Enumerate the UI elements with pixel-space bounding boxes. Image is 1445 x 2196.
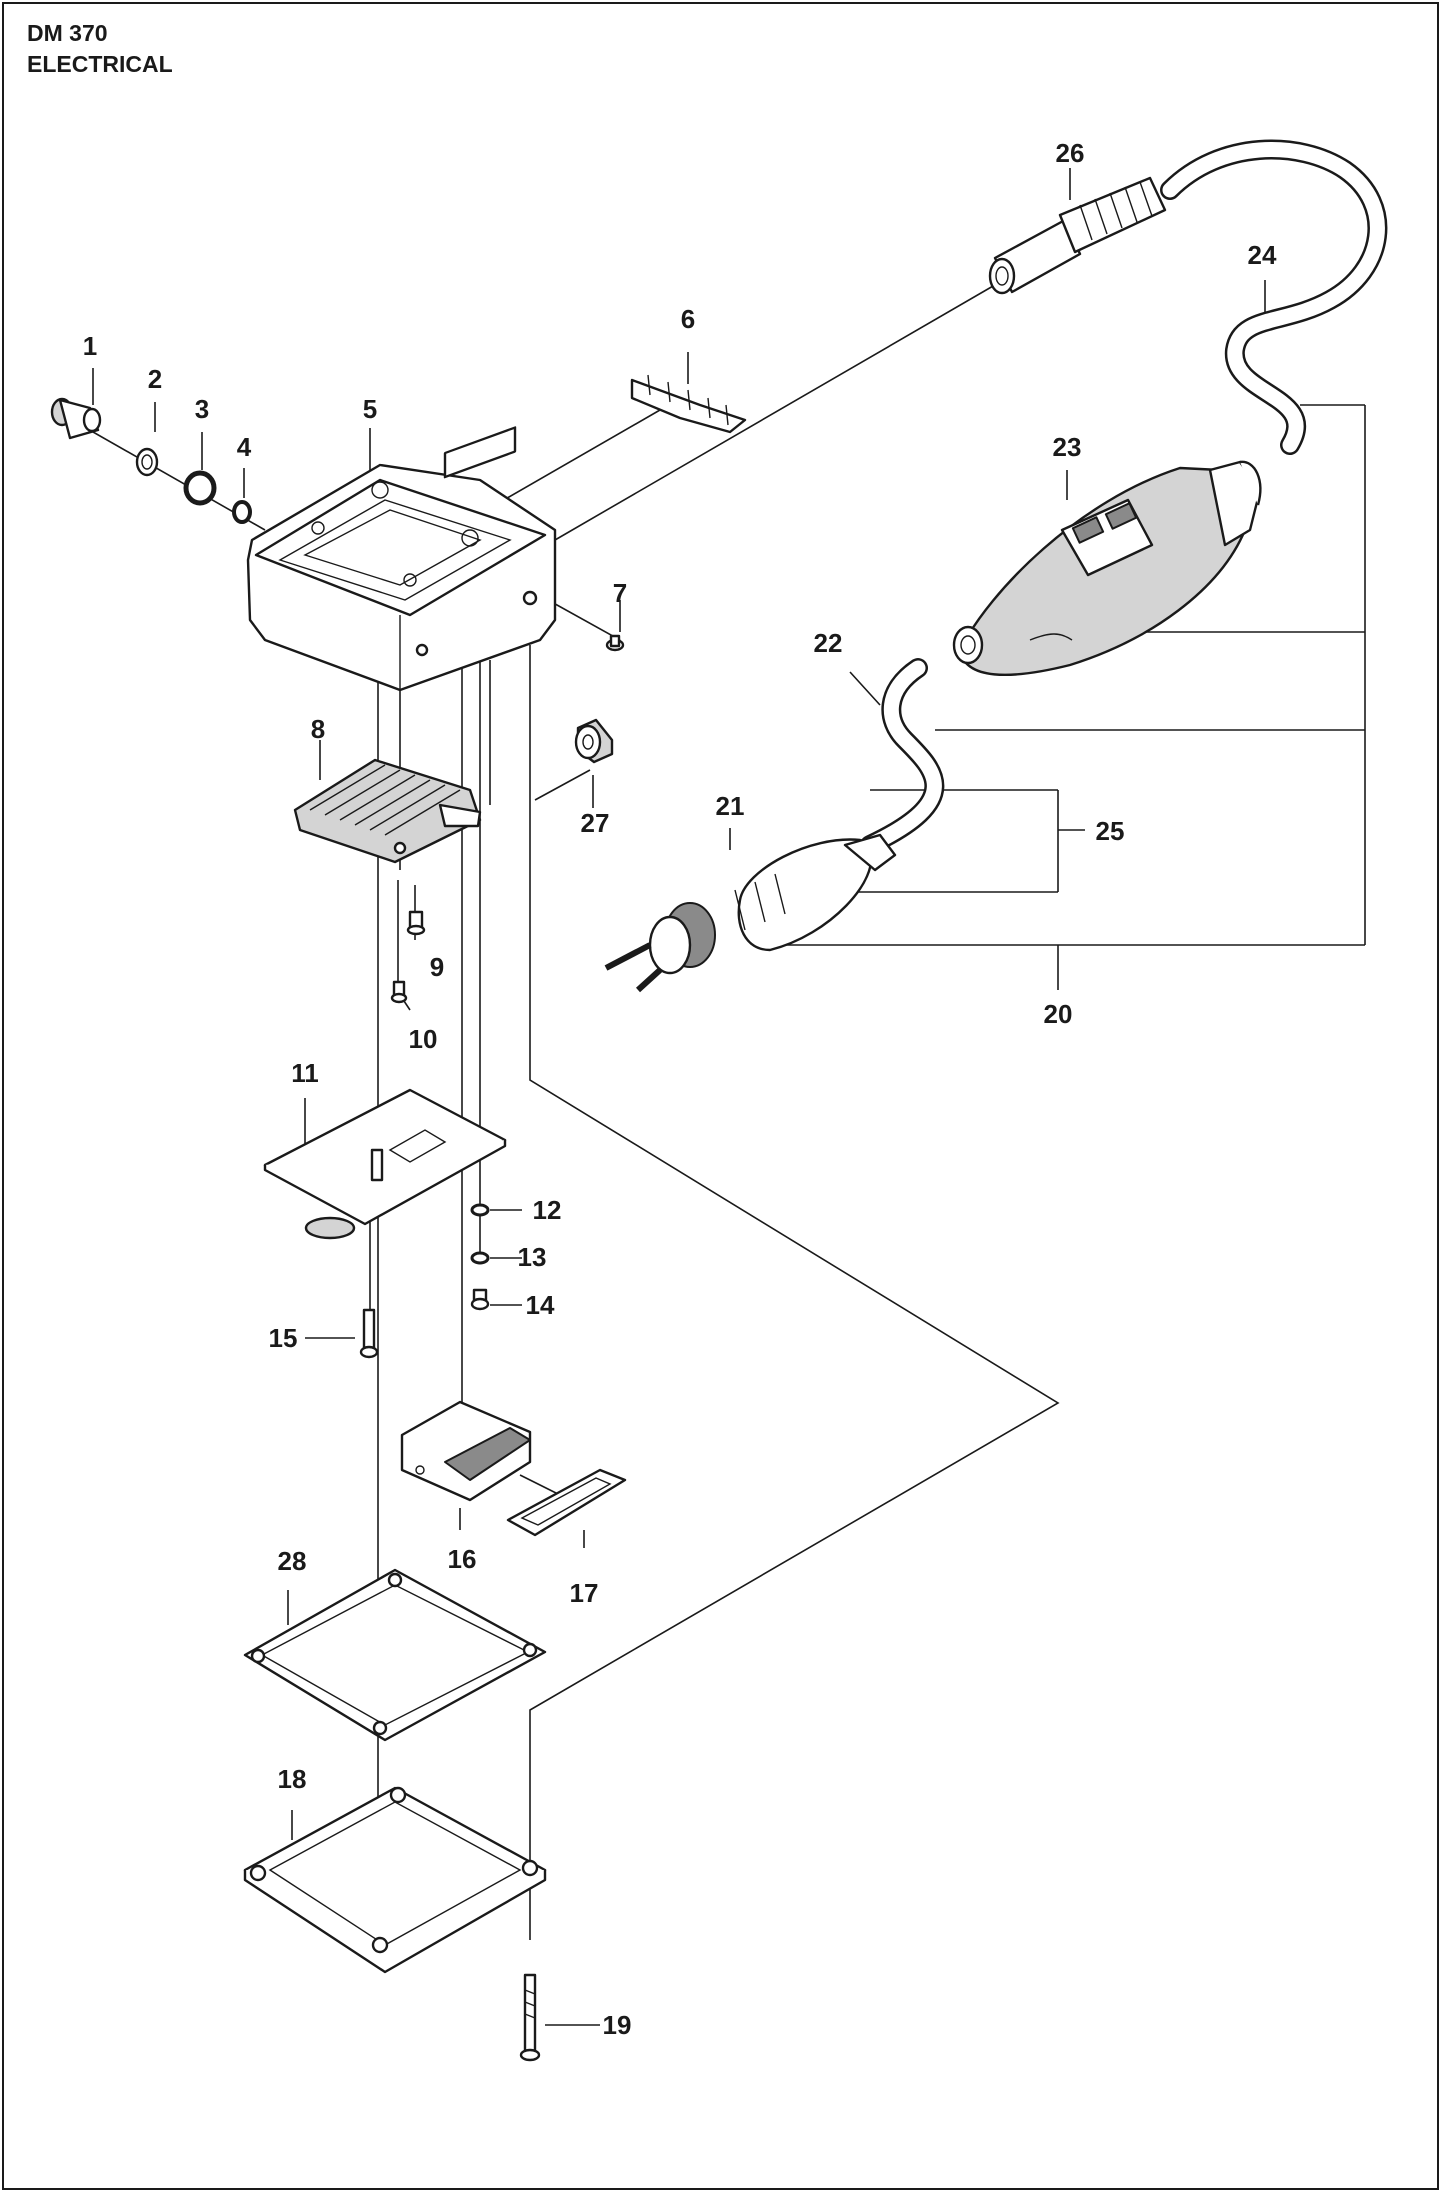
callout-21: 21 (716, 791, 745, 821)
part-3-o-ring (183, 470, 217, 506)
part-12-washer (470, 1203, 490, 1217)
callout-11: 11 (291, 1058, 319, 1088)
callout-5: 5 (363, 394, 377, 424)
assembly-lines (71, 168, 1366, 2026)
part-7-screw (605, 634, 625, 652)
part-26-strain-relief (988, 176, 1167, 295)
part-15-screw (359, 1308, 379, 1359)
callout-10: 10 (409, 1024, 438, 1054)
part-13-washer (470, 1251, 490, 1265)
callout-22: 22 (814, 628, 843, 658)
callout-4: 4 (237, 432, 252, 462)
callout-26: 26 (1056, 138, 1085, 168)
part-19-long-screw (519, 1973, 541, 2062)
part-2-washer (135, 447, 159, 477)
callout-18: 18 (278, 1764, 307, 1794)
part-5-housing (246, 426, 557, 692)
part-16-switch (400, 1400, 532, 1502)
callout-7: 7 (613, 578, 627, 608)
callout-20: 20 (1044, 999, 1073, 1029)
part-27-ferrite (574, 718, 614, 764)
part-18-cover (243, 1786, 547, 1974)
part-14-screw (470, 1288, 490, 1311)
part-28-gasket (243, 1568, 547, 1742)
part-10-screw (390, 980, 408, 1004)
model-title: DM 370 (27, 20, 108, 46)
callout-1: 1 (83, 331, 97, 361)
callout-13: 13 (518, 1242, 547, 1272)
part-6-terminal-block (630, 374, 747, 434)
callout-16: 16 (448, 1544, 477, 1574)
part-1-grommet (50, 397, 102, 440)
callout-24: 24 (1248, 240, 1277, 270)
callout-19: 19 (603, 2010, 632, 2040)
callout-9: 9 (430, 952, 444, 982)
part-17-gasket (506, 1468, 627, 1537)
part-11-circuit-board (263, 1088, 507, 1240)
part-21-mains-plug (604, 833, 897, 993)
callout-3: 3 (195, 394, 209, 424)
section-title: ELECTRICAL (27, 51, 173, 77)
callout-23: 23 (1053, 432, 1082, 462)
part-22-cable (860, 658, 945, 855)
part-8-heatsink (293, 758, 482, 864)
callout-27: 27 (581, 808, 610, 838)
diagram-header: DM 370 ELECTRICAL (27, 18, 173, 80)
callout-12: 12 (533, 1195, 562, 1225)
part-9-screw (406, 910, 426, 936)
part-4-small-washer (232, 500, 252, 524)
callout-28: 28 (278, 1546, 307, 1576)
callout-labels: 1 2 3 4 5 6 7 8 9 10 11 12 13 14 15 16 1… (83, 138, 1277, 2040)
part-23-prcd-unit (952, 460, 1262, 677)
callout-8: 8 (311, 714, 325, 744)
part-24-cable (1160, 139, 1388, 455)
callout-6: 6 (681, 304, 695, 334)
callout-15: 15 (269, 1323, 298, 1353)
callout-25: 25 (1096, 816, 1125, 846)
callout-2: 2 (148, 364, 162, 394)
callout-14: 14 (526, 1290, 555, 1320)
callout-17: 17 (570, 1578, 599, 1608)
